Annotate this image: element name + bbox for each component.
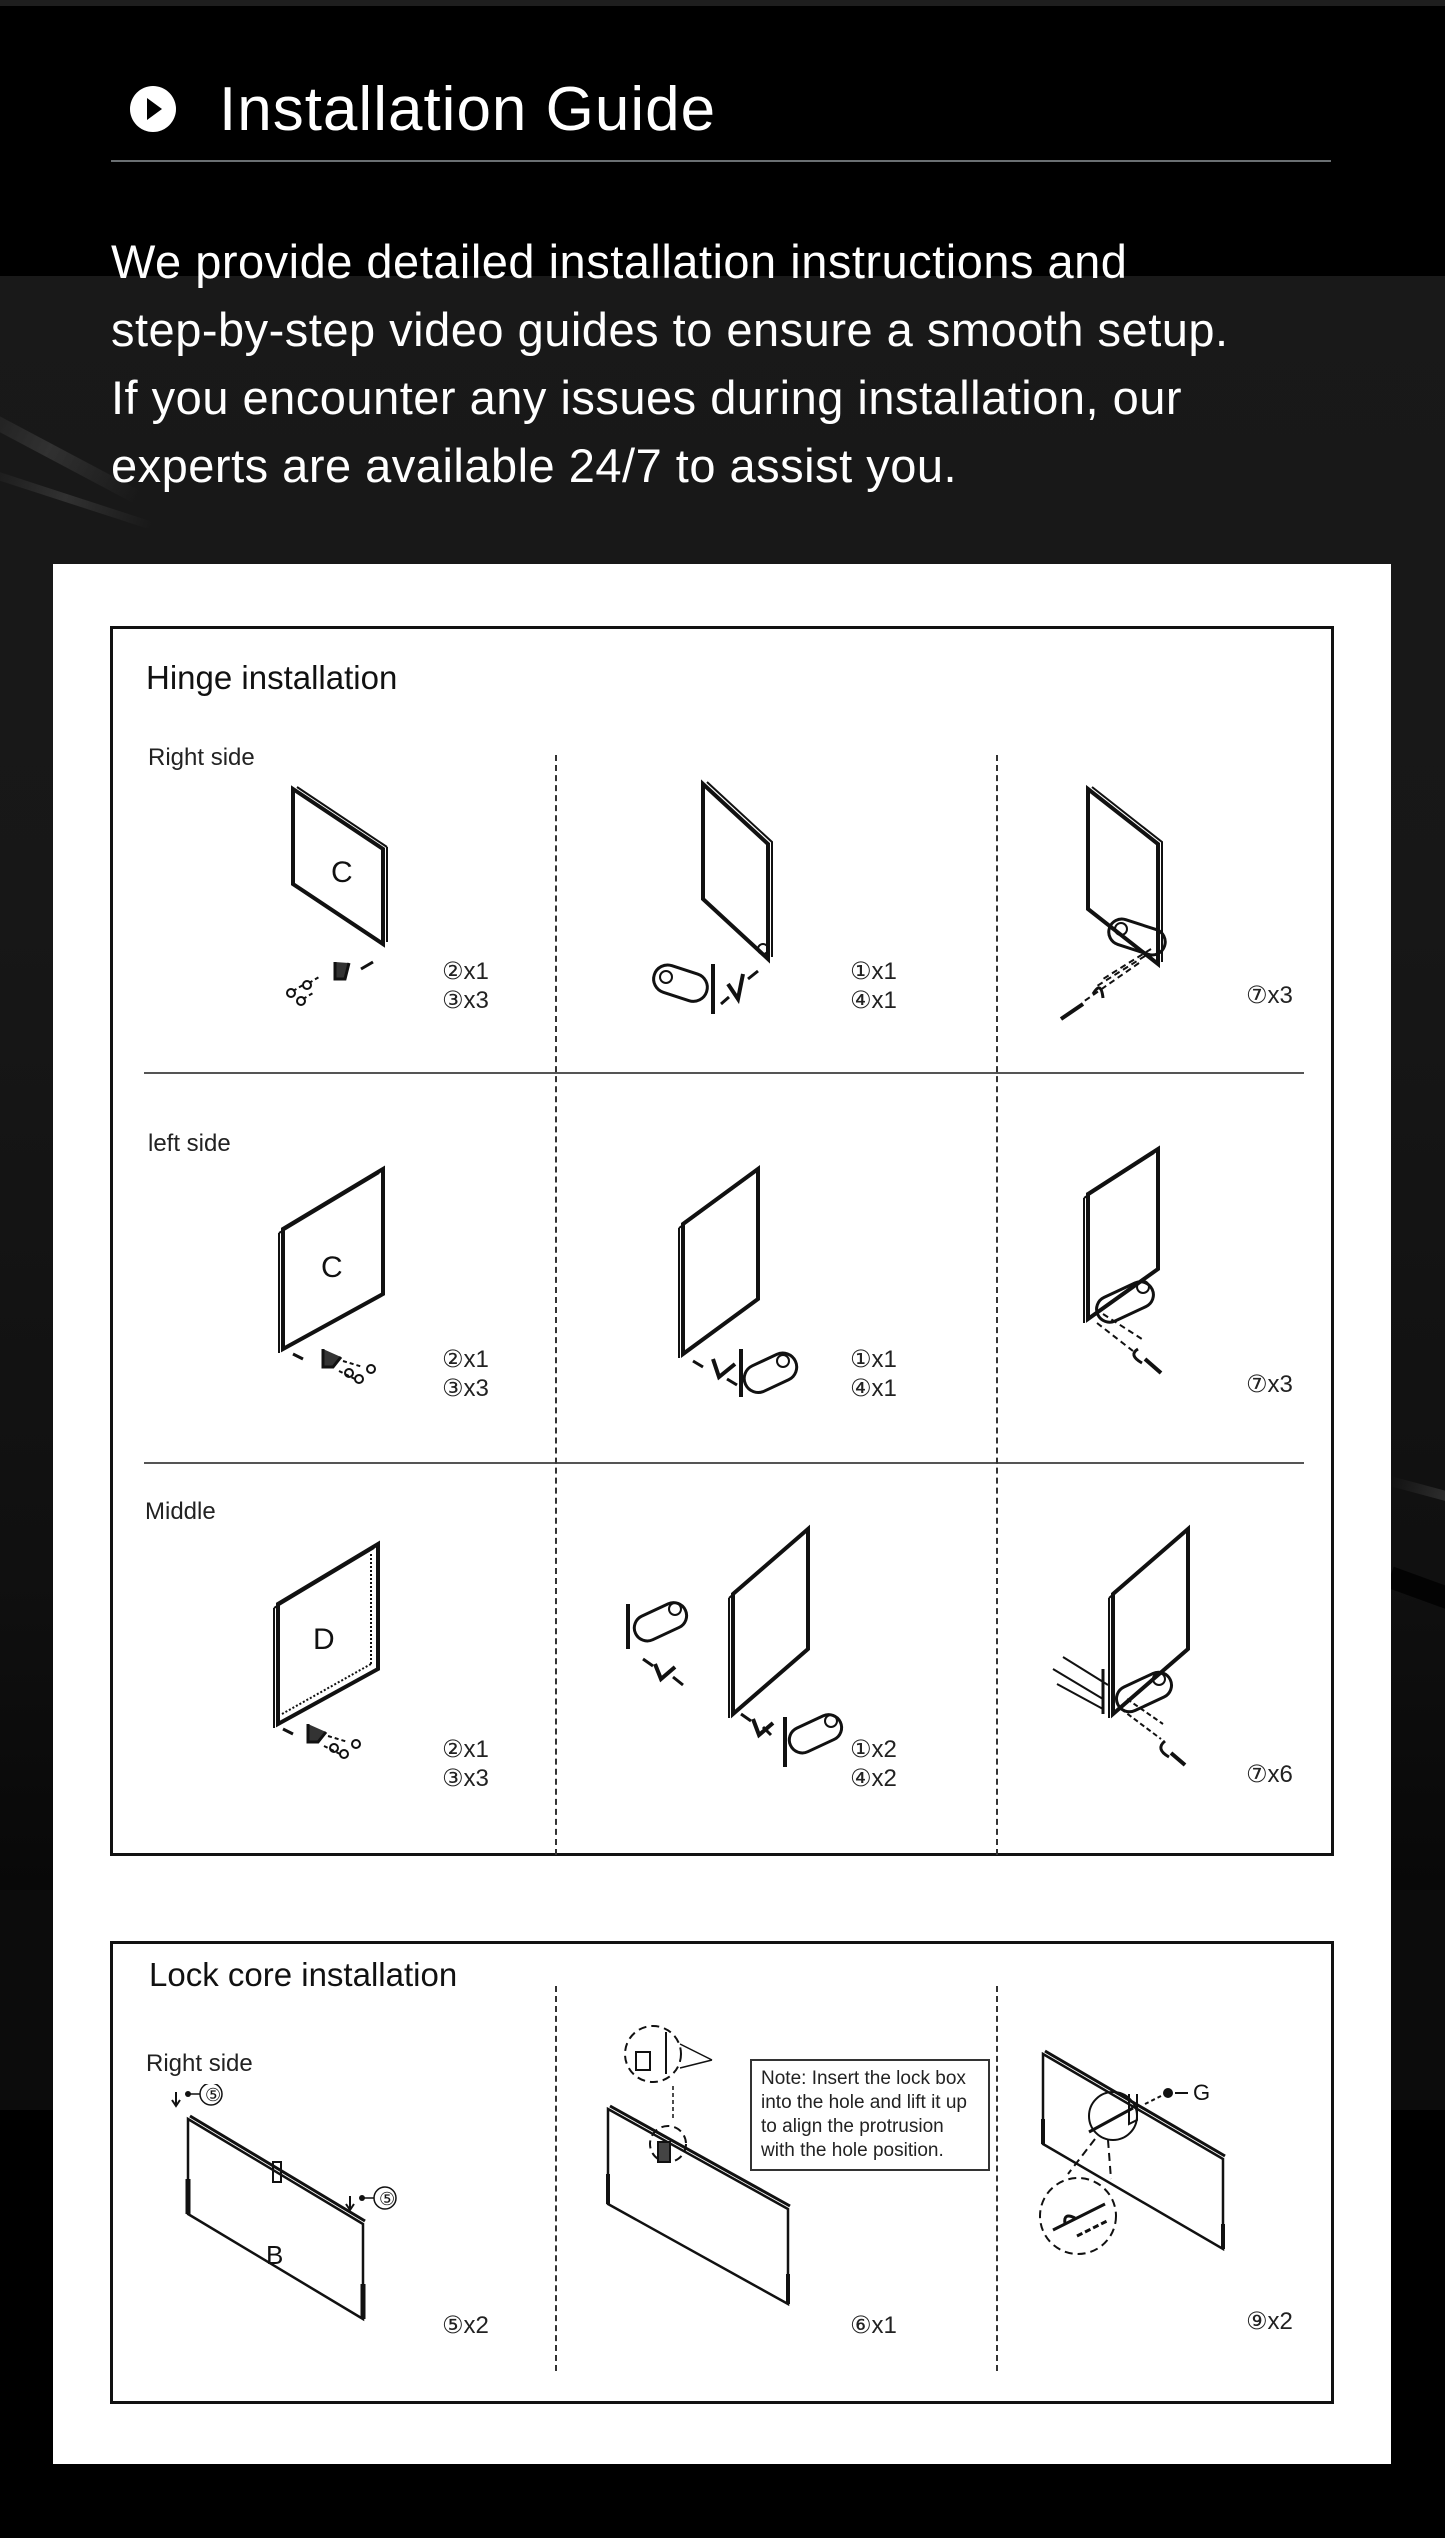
lock-core-installation-panel: Lock core installation Right side B ⑤ ⑤ …: [110, 1941, 1334, 2404]
lock-screw-fasten-diagram: G: [1039, 2049, 1226, 2255]
panel-letter: C: [321, 1251, 343, 1284]
parts-qty: ⑤x2: [442, 2312, 489, 2339]
panel-letter: D: [313, 1623, 335, 1656]
row-label-left-side: left side: [148, 1130, 231, 1157]
callout-number: ⑤: [379, 2189, 395, 2209]
column-divider: [555, 755, 557, 1855]
column-divider: [996, 1986, 998, 2371]
hinge-screw-fasten-diagram: [1059, 784, 1167, 1021]
hinge-screw-fasten-diagram: [1083, 1145, 1163, 1375]
panel-letter: C: [331, 856, 353, 889]
section-header: Installation Guide: [111, 60, 1331, 162]
parts-qty: ⑥x1: [850, 2312, 897, 2339]
installation-note: Note: Insert the lock box into the hole …: [750, 2059, 990, 2171]
row-label-middle: Middle: [145, 1498, 216, 1525]
row-divider: [144, 1072, 1304, 1074]
parts-qty: ⑦x6: [1246, 1761, 1293, 1788]
background-top: [0, 6, 1445, 276]
parts-qty: ⑦x3: [1246, 982, 1293, 1009]
panel-b-lock-diagram: B ⑤ ⑤: [171, 2084, 397, 2322]
background-streak: [1388, 1476, 1445, 1517]
intro-paragraph: We provide detailed installation instruc…: [111, 228, 1411, 500]
column-divider: [996, 755, 998, 1855]
page-title: Installation Guide: [219, 75, 717, 144]
panel-c-hinge-diagram: C: [278, 1165, 385, 1384]
row-label-right-side: Right side: [148, 744, 255, 771]
play-circle-icon: [130, 86, 176, 132]
hinge-bracket-attach-diagram: [652, 779, 773, 1014]
callout-number: ⑤: [205, 2085, 221, 2105]
hinge-double-bracket-diagram: [626, 1524, 844, 1767]
top-strip: [0, 0, 1445, 6]
header-divider: [111, 160, 1331, 162]
panel-title: Lock core installation: [149, 1956, 458, 1993]
row-label-right-side: Right side: [146, 2050, 253, 2077]
callout-letter: G: [1193, 2080, 1210, 2105]
intro-line: We provide detailed installation instruc…: [111, 235, 1128, 288]
panel-c-hinge-diagram: C: [286, 785, 388, 1006]
panel-title: Hinge installation: [146, 659, 398, 696]
panel-d-hinge-diagram: D: [273, 1540, 380, 1759]
panel-letter: B: [266, 2240, 283, 2270]
hinge-screw-fasten-diagram: [1052, 1524, 1190, 1767]
intro-line: step-by-step video guides to ensure a sm…: [111, 303, 1229, 356]
parts-qty: ⑨x2: [1246, 2308, 1293, 2335]
background-streak: [1386, 1566, 1445, 1629]
row-divider: [144, 1462, 1304, 1464]
intro-line: experts are available 24/7 to assist you…: [111, 439, 958, 492]
column-divider: [555, 1986, 557, 2371]
parts-qty: ⑦x3: [1246, 1371, 1293, 1398]
lock-box-insert-diagram: [606, 2025, 791, 2307]
hinge-bracket-attach-diagram: [678, 1165, 799, 1397]
intro-line: If you encounter any issues during insta…: [111, 371, 1183, 424]
